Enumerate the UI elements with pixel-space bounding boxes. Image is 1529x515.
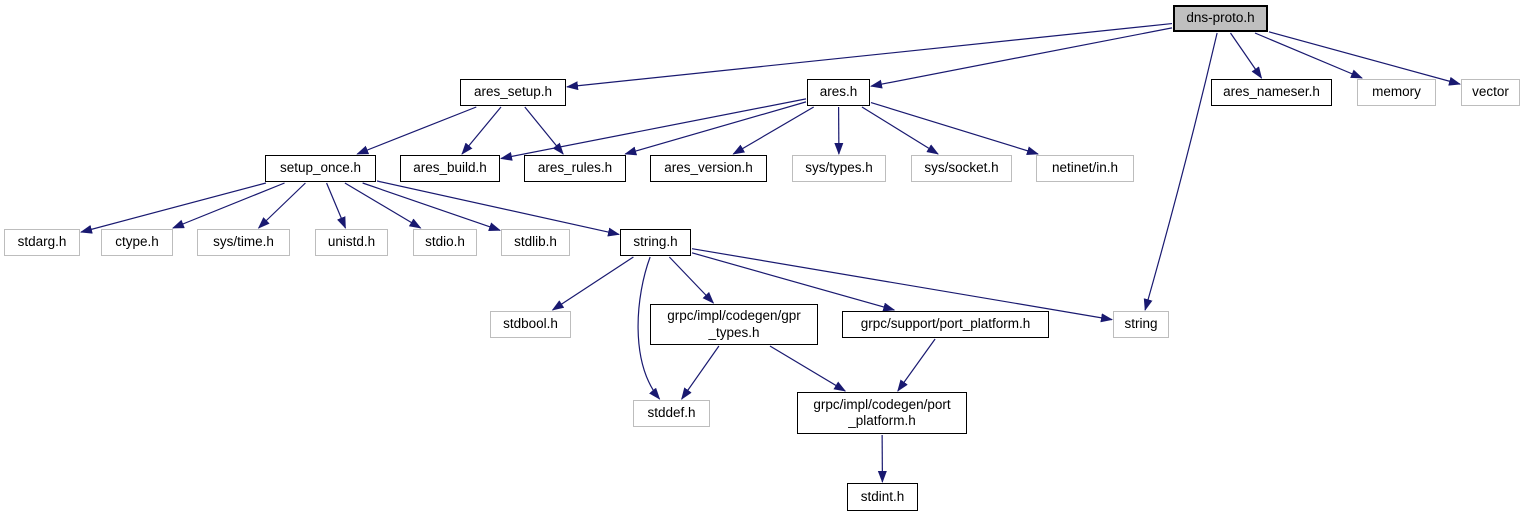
graph-node-vector: vector xyxy=(1461,79,1520,106)
node-label: setup_once.h xyxy=(279,160,362,176)
graph-node-ares_rules[interactable]: ares_rules.h xyxy=(524,155,626,182)
edge-setup_once-to-stdio xyxy=(344,182,422,229)
edge-setup_once-to-ctype xyxy=(172,182,285,229)
node-label: ares.h xyxy=(819,84,858,100)
graph-node-stdbool: stdbool.h xyxy=(490,311,571,338)
node-label: sys/socket.h xyxy=(924,160,999,176)
edge-ares-to-sys_socket xyxy=(861,106,939,155)
graph-node-stdint[interactable]: stdint.h xyxy=(847,483,918,511)
edge-dns_proto-to-string xyxy=(1143,32,1218,311)
node-label: grpc/impl/codegen/port _platform.h xyxy=(813,396,951,428)
edge-dns_proto-to-memory xyxy=(1254,32,1363,79)
node-label: stdlib.h xyxy=(514,234,557,250)
edge-setup_once-to-string_h xyxy=(376,180,620,237)
graph-node-netinet_in: netinet/in.h xyxy=(1036,155,1134,182)
node-label: stdarg.h xyxy=(17,234,67,250)
graph-node-stdio: stdio.h xyxy=(413,229,477,256)
node-label: sys/types.h xyxy=(805,160,873,176)
graph-node-unistd: unistd.h xyxy=(315,229,388,256)
edge-setup_once-to-sys_time xyxy=(257,182,306,229)
node-label: vector xyxy=(1472,84,1509,100)
edge-ares-to-ares_rules xyxy=(624,101,807,156)
edge-string_h-to-support_port_platform xyxy=(691,252,896,312)
graph-node-sys_time: sys/time.h xyxy=(197,229,290,256)
graph-node-ctype: ctype.h xyxy=(101,229,173,256)
node-label: string xyxy=(1124,316,1158,332)
node-label: ares_version.h xyxy=(664,160,753,176)
node-label: ares_nameser.h xyxy=(1223,84,1320,100)
graph-node-ares_build[interactable]: ares_build.h xyxy=(400,155,500,182)
graph-node-stdarg: stdarg.h xyxy=(4,229,80,256)
graph-node-codegen_port_platform[interactable]: grpc/impl/codegen/port _platform.h xyxy=(797,392,967,434)
node-label: netinet/in.h xyxy=(1051,160,1119,176)
node-label: ctype.h xyxy=(115,234,159,250)
edge-ares-to-ares_version xyxy=(732,106,814,155)
graph-node-ares[interactable]: ares.h xyxy=(807,79,870,106)
node-label: stdbool.h xyxy=(503,316,558,332)
node-label: sys/time.h xyxy=(213,234,274,250)
node-label: stddef.h xyxy=(647,405,696,421)
edge-gpr_types-to-stddef xyxy=(681,345,720,400)
node-label: dns-proto.h xyxy=(1186,10,1255,26)
graph-node-support_port_platform[interactable]: grpc/support/port_platform.h xyxy=(842,311,1049,338)
edge-setup_once-to-stdlib xyxy=(362,182,501,231)
graph-node-ares_version[interactable]: ares_version.h xyxy=(650,155,767,182)
graph-node-ares_setup[interactable]: ares_setup.h xyxy=(460,79,566,106)
edge-ares_setup-to-setup_once xyxy=(356,106,477,155)
node-label: unistd.h xyxy=(327,234,376,250)
edge-string_h-to-stdbool xyxy=(551,256,634,311)
node-label: ares_rules.h xyxy=(537,160,613,176)
node-label: ares_setup.h xyxy=(473,84,553,100)
node-label: grpc/support/port_platform.h xyxy=(860,316,1031,332)
edge-ares_setup-to-ares_build xyxy=(461,106,502,155)
node-label: stdio.h xyxy=(425,234,465,250)
edge-ares_setup-to-ares_rules xyxy=(524,106,564,155)
edge-dns_proto-to-ares_nameser xyxy=(1229,32,1263,79)
node-label: stdint.h xyxy=(860,488,905,504)
graph-node-sys_socket: sys/socket.h xyxy=(911,155,1012,182)
node-label: grpc/impl/codegen/gpr _types.h xyxy=(667,308,801,340)
edge-setup_once-to-unistd xyxy=(326,182,346,229)
node-label: ares_build.h xyxy=(413,160,487,176)
graph-node-setup_once[interactable]: setup_once.h xyxy=(265,155,376,182)
graph-node-gpr_types[interactable]: grpc/impl/codegen/gpr _types.h xyxy=(650,304,818,345)
edge-dns_proto-to-vector xyxy=(1268,31,1461,86)
edge-string_h-to-string xyxy=(691,248,1113,323)
graph-node-stdlib: stdlib.h xyxy=(501,229,570,256)
edge-dns_proto-to-ares_setup xyxy=(566,22,1173,91)
edge-string_h-to-gpr_types xyxy=(668,256,715,304)
graph-node-memory: memory xyxy=(1357,79,1436,106)
graph-node-string_h[interactable]: string.h xyxy=(620,229,691,256)
graph-node-ares_nameser[interactable]: ares_nameser.h xyxy=(1211,79,1332,106)
edge-gpr_types-to-codegen_port_platform xyxy=(769,345,847,392)
edge-setup_once-to-stdarg xyxy=(80,182,267,234)
edge-dns_proto-to-ares xyxy=(870,27,1173,89)
edge-ares-to-netinet_in xyxy=(870,101,1039,156)
edge-ares-to-ares_build xyxy=(500,98,807,161)
edge-support_port_platform-to-codegen_port_platform xyxy=(897,338,936,392)
node-label: string.h xyxy=(633,234,678,250)
graph-node-sys_types: sys/types.h xyxy=(792,155,886,182)
graph-node-dns_proto: dns-proto.h xyxy=(1173,5,1268,32)
graph-node-stddef: stddef.h xyxy=(633,400,710,427)
graph-node-string: string xyxy=(1113,311,1169,338)
node-label: memory xyxy=(1372,84,1421,100)
edge-string_h-to-stddef xyxy=(637,256,661,400)
